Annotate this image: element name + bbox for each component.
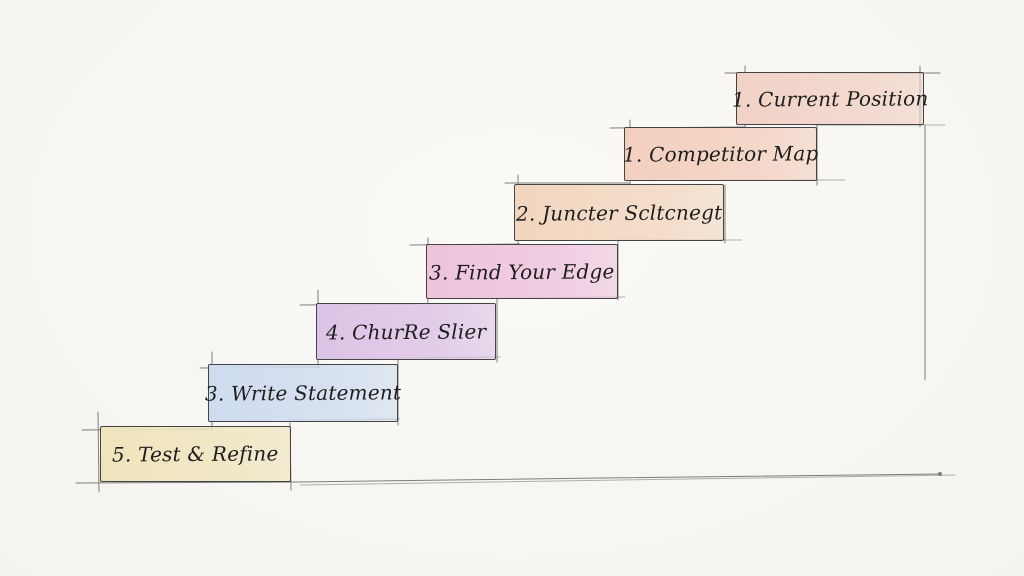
- step-churre-slier: 4. ChurRe Slier: [316, 303, 496, 360]
- step-juncter-scltcnegt: 2. Juncter Scltcnegt: [514, 184, 724, 241]
- step-label: 5. Test & Refine: [112, 441, 279, 467]
- step-test-refine: 5. Test & Refine: [100, 426, 291, 482]
- step-label: 3. Write Statement: [204, 380, 402, 406]
- step-write-statement: 3. Write Statement: [204, 364, 402, 422]
- step-label: 4. ChurRe Slier: [325, 318, 487, 345]
- step-label: 1. Competitor Map: [622, 141, 819, 167]
- step-label: 1. Current Position: [731, 85, 929, 112]
- step-competitor-map: 1. Competitor Map: [622, 127, 819, 181]
- baseline: [75, 473, 941, 484]
- step-label: 2. Juncter Scltcnegt: [515, 199, 723, 226]
- step-label: 3. Find Your Edge: [429, 258, 615, 285]
- step-current-position: 1. Current Position: [732, 72, 928, 125]
- step-find-your-edge: 3. Find Your Edge: [426, 244, 618, 299]
